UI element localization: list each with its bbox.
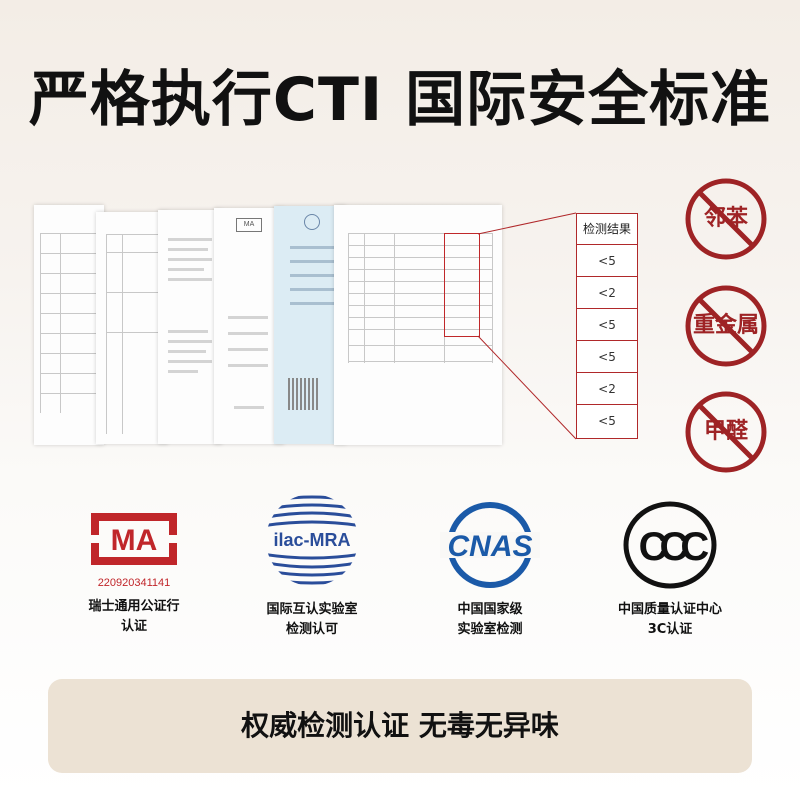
cma-certification: MA 220920341141 瑞士通用公证行 认证 [44,505,224,637]
cert-caption: 中国质量认证中心 3C认证 [617,602,722,637]
cma-number: 220920341141 [97,577,171,589]
prohibited-label: 邻苯 [703,206,748,231]
cert-caption: 中国国家级 实验室检测 [457,602,523,637]
test-results-table: 检测结果 <5 <2 <5 <5 <2 <5 [576,213,638,439]
ilac-mra-logo: ilac-MRA [266,495,358,585]
page-title: 严格执行CTI 国际安全标准 [28,65,772,135]
report-page-1 [34,205,104,445]
no-sign-icon [685,285,767,367]
cma-logo: MA [91,513,177,565]
no-heavy-metals-badge: 重金属 [684,284,768,368]
report-page-3 [158,210,222,444]
report-page-results [334,205,502,445]
report-page-2 [96,212,168,444]
result-value: <2 [577,277,637,309]
banner-text: 权威检测认证 无毒无异味 [241,709,559,742]
svg-text:ilac-MRA: ilac-MRA [273,530,350,550]
no-phthalates-badge: 邻苯 [684,177,768,261]
result-value: <5 [577,309,637,341]
no-formaldehyde-badge: 甲醛 [684,390,768,474]
result-value: <2 [577,373,637,405]
report-page-cma: MA [214,208,284,444]
result-value: <5 [577,245,637,277]
ccc-logo: CCC [623,501,717,589]
cert-caption: 瑞士通用公证行 认证 [88,599,180,634]
no-sign-icon [685,391,767,473]
cert-caption: 国际互认实验室 检测认可 [266,602,358,637]
ccc-certification: CCC 中国质量认证中心 3C认证 [580,500,760,640]
svg-text:CCC: CCC [639,525,709,569]
prohibited-label: 重金属 [692,313,759,338]
svg-text:MA: MA [111,524,158,557]
bottom-banner: 权威检测认证 无毒无异味 [48,679,752,773]
svg-text:CNAS: CNAS [447,530,532,563]
prohibited-label: 甲醛 [703,419,748,444]
ilac-mra-certification: ilac-MRA 国际互认实验室 检测认可 [222,490,402,640]
cnas-logo: CNAS [440,502,540,588]
result-value: <5 [598,414,616,428]
cnas-certification: CNAS 中国国家级 实验室检测 [400,500,580,640]
results-header: 检测结果 [577,214,637,245]
result-value: <5 [577,341,637,373]
no-sign-icon [685,178,767,260]
